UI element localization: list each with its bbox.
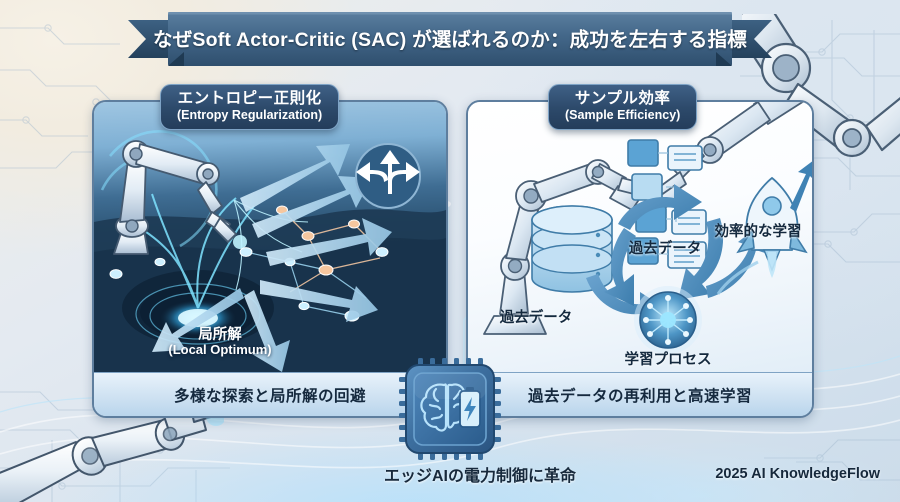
panel-entropy-regularization: 局所解 (Local Optimum) 多様な探索と局所解の回避 bbox=[92, 100, 448, 418]
neural-network-node-icon bbox=[634, 286, 702, 354]
banner-ribbon-shape bbox=[128, 12, 772, 66]
footer-tagline: エッジAIの電力制御に革命 bbox=[383, 468, 576, 485]
right-caption: 過去データの再利用と高速学習 bbox=[468, 372, 812, 416]
panel-sample-efficiency: 過去データ 過去データ 効率的な学習 学習プロセス 過去データの再利用と高速学習 bbox=[466, 100, 814, 418]
sample-efficiency-graphics bbox=[483, 102, 812, 354]
database-icon bbox=[531, 205, 613, 293]
battery-icon bbox=[459, 387, 481, 428]
entropy-scene: 局所解 (Local Optimum) bbox=[94, 102, 446, 372]
entropy-scene-graphics bbox=[94, 130, 446, 372]
left-caption: 多様な探索と局所解の回避 bbox=[94, 372, 446, 416]
banner-title: なぜSoft Actor-Critic (SAC) が選ばれるのか：成功を左右す… bbox=[153, 29, 747, 51]
sample-efficiency-scene: 過去データ 過去データ 効率的な学習 学習プロセス bbox=[468, 102, 812, 372]
banner: なぜSoft Actor-Critic (SAC) が選ばれるのか：成功を左右す… bbox=[128, 10, 772, 68]
footer-credit: 2025 AI KnowledgeFlow bbox=[715, 466, 880, 482]
cpu-chip-brain-battery-icon bbox=[399, 358, 501, 460]
document-stack-icon bbox=[627, 139, 707, 269]
branching-arrows-icon bbox=[355, 143, 421, 209]
badge-entropy-regularization: エントロピー正則化 (Entropy Regularization) bbox=[160, 84, 340, 131]
badge-sample-efficiency: サンプル効率 (Sample Efficiency) bbox=[548, 84, 698, 131]
rocket-icon bbox=[716, 161, 812, 295]
